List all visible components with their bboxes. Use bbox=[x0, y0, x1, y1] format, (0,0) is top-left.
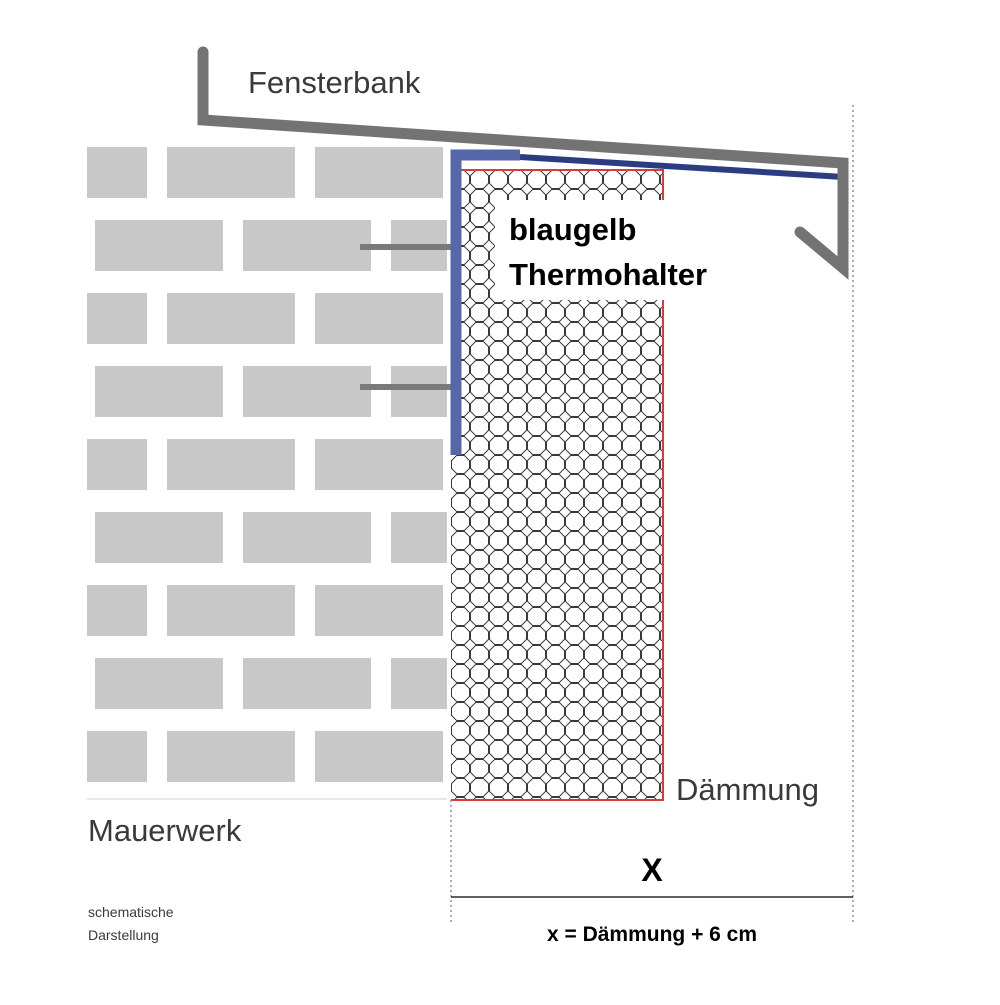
brick bbox=[87, 585, 147, 636]
brick bbox=[95, 512, 223, 563]
brick bbox=[315, 439, 443, 490]
brick bbox=[167, 731, 295, 782]
product-type-label: Thermohalter bbox=[509, 257, 707, 292]
brick bbox=[243, 220, 371, 271]
brick bbox=[0, 366, 75, 417]
caption-line-2: Darstellung bbox=[88, 927, 159, 943]
caption-line-1: schematische bbox=[88, 904, 174, 920]
brick bbox=[95, 658, 223, 709]
masonry-label: Mauerwerk bbox=[88, 813, 242, 848]
dimension-variable: X bbox=[641, 852, 663, 888]
brick bbox=[95, 220, 223, 271]
insulation-border bbox=[451, 169, 664, 801]
brick bbox=[95, 366, 223, 417]
window-sill-profile bbox=[197, 46, 849, 280]
brick bbox=[87, 439, 147, 490]
brick bbox=[391, 366, 447, 417]
brick bbox=[87, 293, 147, 344]
brick bbox=[315, 147, 443, 198]
brick bbox=[87, 731, 147, 782]
brick bbox=[243, 366, 371, 417]
brick bbox=[243, 658, 371, 709]
brick bbox=[391, 512, 447, 563]
brick bbox=[87, 147, 147, 198]
brick bbox=[0, 220, 75, 271]
dimension-formula: x = Dämmung + 6 cm bbox=[547, 923, 757, 946]
brick bbox=[0, 512, 75, 563]
label-backdrop bbox=[495, 200, 785, 300]
window-sill-label: Fensterbank bbox=[248, 65, 421, 100]
product-name-label: blaugelb bbox=[509, 212, 636, 247]
brick bbox=[243, 512, 371, 563]
brick bbox=[0, 658, 75, 709]
brick bbox=[315, 293, 443, 344]
brick bbox=[167, 293, 295, 344]
insulation-label: Dämmung bbox=[676, 772, 819, 807]
brick bbox=[167, 147, 295, 198]
brick bbox=[167, 585, 295, 636]
masonry-wall bbox=[0, 147, 447, 799]
brick bbox=[167, 439, 295, 490]
brick bbox=[315, 585, 443, 636]
brick bbox=[315, 731, 443, 782]
brick bbox=[391, 658, 447, 709]
